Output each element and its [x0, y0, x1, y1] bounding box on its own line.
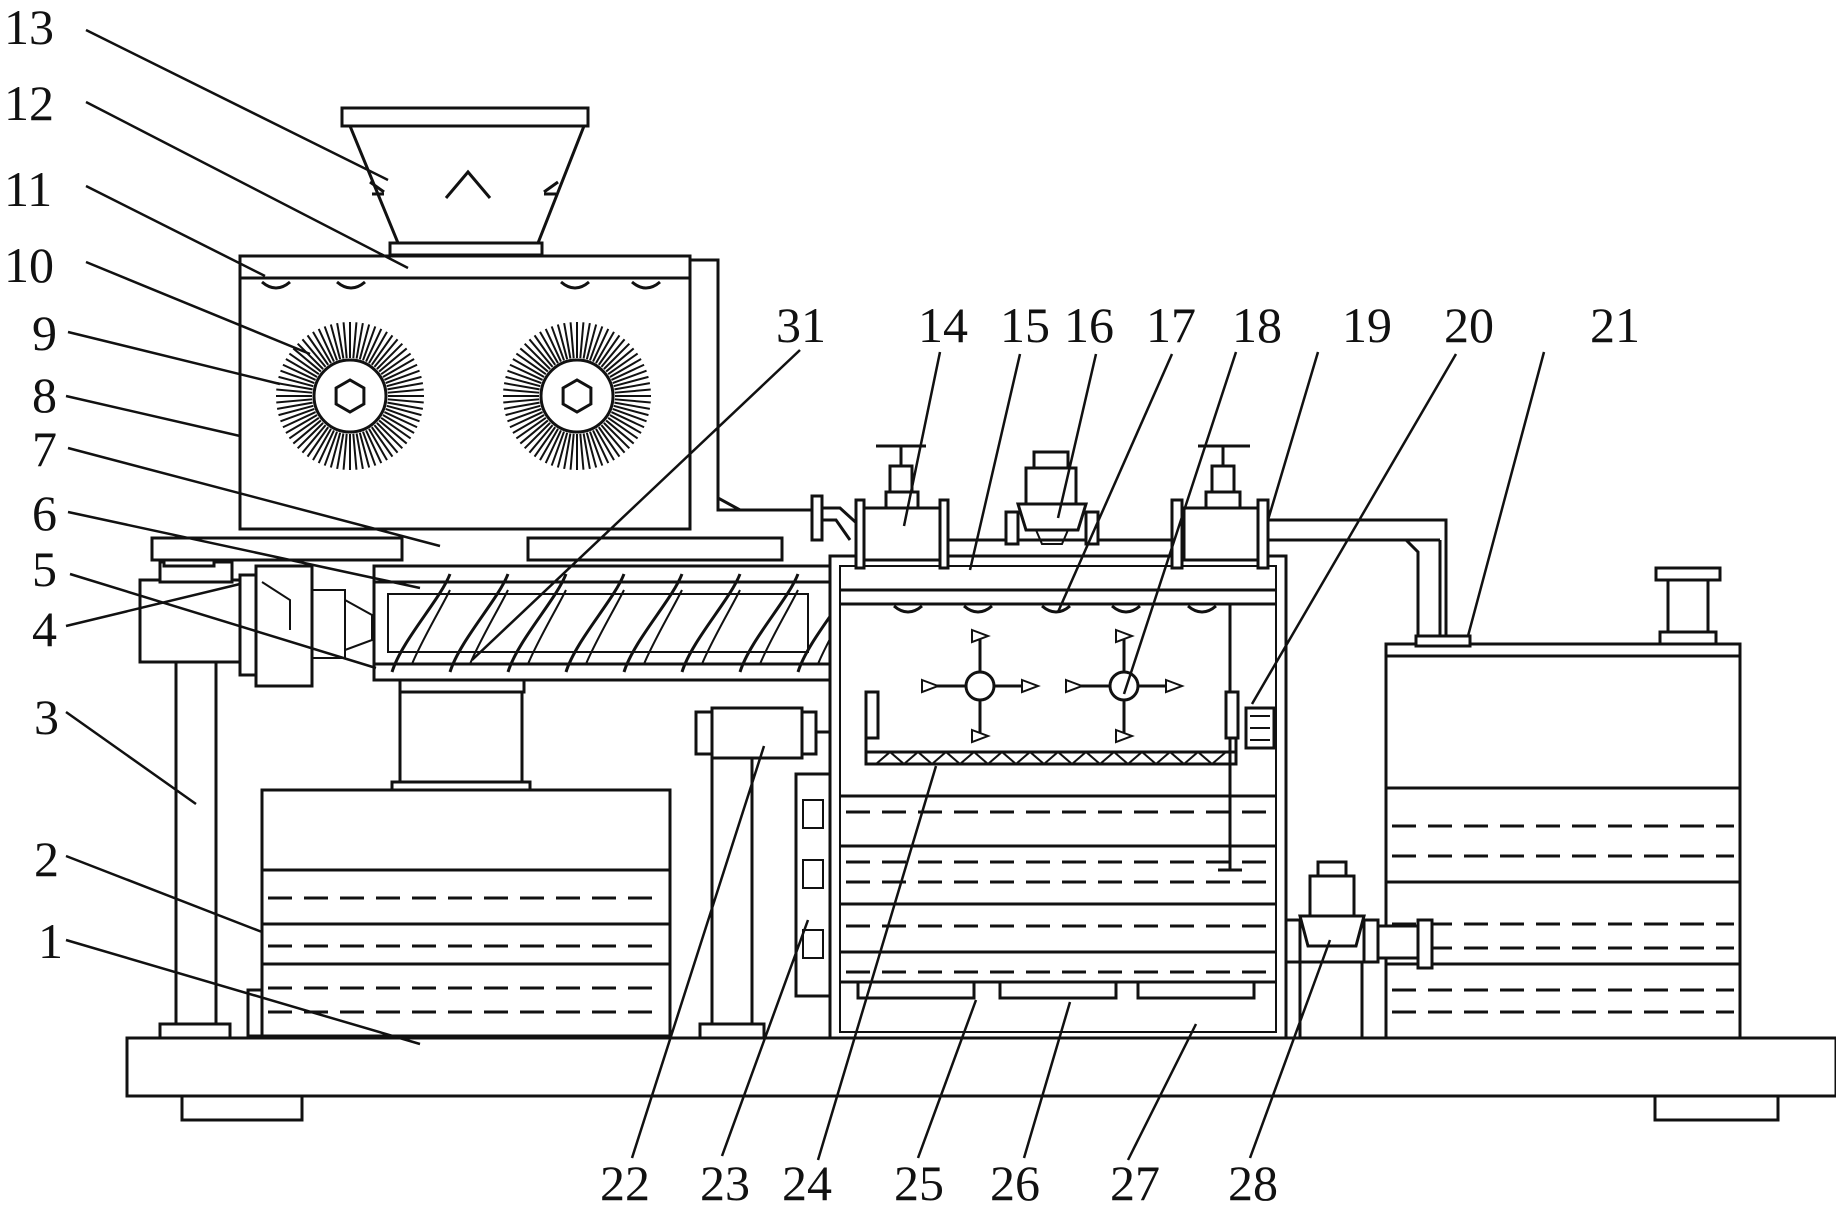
brush-roller-2	[503, 322, 651, 470]
label-21: 21	[1590, 297, 1640, 353]
label-8: 8	[32, 367, 57, 423]
label-15: 15	[1000, 297, 1050, 353]
label-3: 3	[34, 689, 59, 745]
label-26: 26	[990, 1155, 1040, 1209]
label-10: 10	[4, 237, 54, 293]
label-11: 11	[4, 161, 52, 217]
label-22: 22	[600, 1155, 650, 1209]
heater-panel	[796, 774, 830, 996]
label-20: 20	[1444, 297, 1494, 353]
label-5: 5	[32, 541, 57, 597]
washing-tank	[830, 556, 1286, 1038]
pump-16	[1006, 452, 1098, 544]
feed-hopper	[342, 108, 588, 255]
left-support-column	[160, 660, 230, 1038]
valve-14	[856, 446, 948, 568]
crusher-platform	[152, 538, 782, 566]
label-18: 18	[1232, 297, 1282, 353]
vibration-motor	[1246, 708, 1274, 748]
label-24: 24	[782, 1155, 832, 1209]
left-water-tank	[248, 790, 670, 1036]
label-23: 23	[700, 1155, 750, 1209]
label-25: 25	[894, 1155, 944, 1209]
right-water-tank	[1386, 568, 1740, 1038]
label-9: 9	[32, 305, 57, 361]
label-14: 14	[918, 297, 968, 353]
label-6: 6	[32, 485, 57, 541]
label-27: 27	[1110, 1155, 1160, 1209]
label-4: 4	[32, 601, 57, 657]
label-28: 28	[1228, 1155, 1278, 1209]
label-12: 12	[4, 75, 54, 131]
base-plate	[127, 1038, 1836, 1120]
label-7: 7	[32, 421, 57, 477]
label-19: 19	[1342, 297, 1392, 353]
label-2: 2	[34, 831, 59, 887]
label-17: 17	[1146, 297, 1196, 353]
brush-roller-1	[276, 322, 424, 470]
label-13: 13	[4, 0, 54, 55]
label-1: 1	[38, 913, 63, 969]
label-16: 16	[1064, 297, 1114, 353]
label-31: 31	[776, 297, 826, 353]
